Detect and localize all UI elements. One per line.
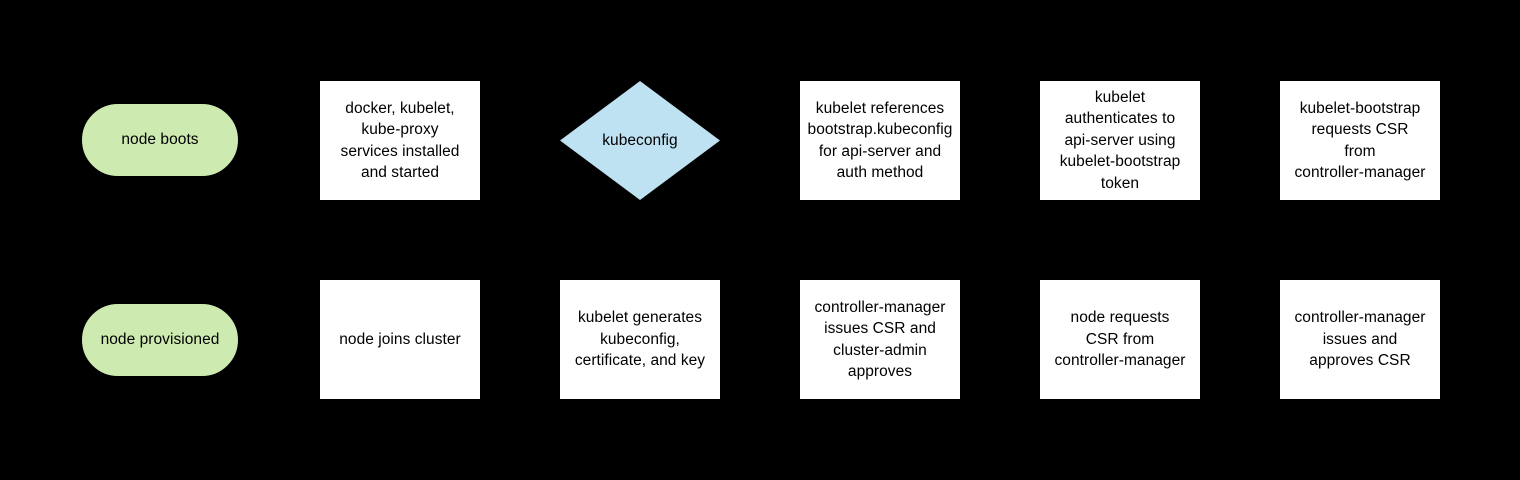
flowchart-node-label: node joins cluster xyxy=(339,330,461,348)
flowchart-node-label: kubelet-bootstrap requests CSR from cont… xyxy=(1294,99,1426,182)
flowchart-node-controller-manager-issues-csr[interactable]: controller-manager issues CSR and cluste… xyxy=(800,280,960,399)
flowchart-node-label: node boots xyxy=(121,131,199,149)
flowchart-node-kubelet-generates-kubeconfig[interactable]: kubelet generates kubeconfig, certificat… xyxy=(560,280,720,399)
flowchart-node-label: kubeconfig xyxy=(602,131,678,149)
flowchart-node-label: node provisioned xyxy=(100,331,220,349)
flowchart-node-kubelet-references-bootstrap[interactable]: kubelet references bootstrap.kubeconfig … xyxy=(800,81,960,200)
flowchart-node-kubelet-authenticates[interactable]: kubelet authenticates to api-server usin… xyxy=(1040,81,1200,200)
flowchart-node-kubeconfig[interactable]: kubeconfig xyxy=(560,81,720,200)
flowchart-node-label: docker, kubelet, kube-proxy services ins… xyxy=(340,99,460,182)
flowchart-node-services-installed[interactable]: docker, kubelet, kube-proxy services ins… xyxy=(320,81,480,200)
flowchart-node-label: controller-manager issues and approves C… xyxy=(1294,309,1426,370)
flowchart-node-label: controller-manager issues CSR and cluste… xyxy=(814,298,946,381)
flowchart-node-node-provisioned[interactable]: node provisioned xyxy=(82,304,238,376)
flowchart-node-kubelet-bootstrap-requests-csr[interactable]: kubelet-bootstrap requests CSR from cont… xyxy=(1280,81,1440,200)
flowchart-node-label: kubelet authenticates to api-server usin… xyxy=(1059,88,1181,192)
flowchart-node-label: kubelet generates kubeconfig, certificat… xyxy=(574,309,706,370)
flowchart-node-node-boots[interactable]: node boots xyxy=(82,104,238,176)
flowchart-node-controller-manager-approves[interactable]: controller-manager issues and approves C… xyxy=(1280,280,1440,399)
flowchart-node-label: kubelet references bootstrap.kubeconfig … xyxy=(807,99,953,182)
flowchart-node-node-requests-csr[interactable]: node requests CSR from controller-manage… xyxy=(1040,280,1200,399)
flowchart-node-label: node requests CSR from controller-manage… xyxy=(1054,309,1186,370)
flowchart-node-node-joins-cluster[interactable]: node joins cluster xyxy=(320,280,480,399)
